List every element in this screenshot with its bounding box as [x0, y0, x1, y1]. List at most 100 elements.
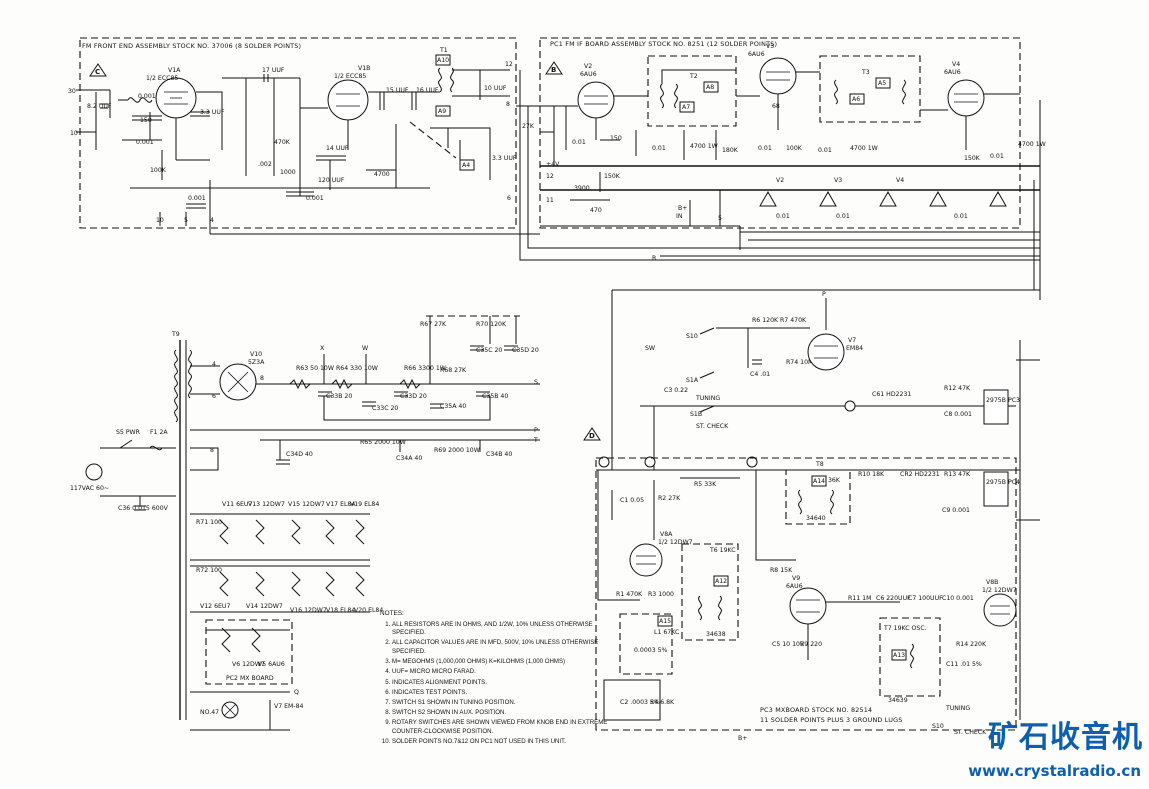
- t7-label: T7 19KC OSC.: [883, 625, 927, 632]
- tuning-label: TUNING: [695, 395, 720, 402]
- c2-label: C2 .0003 5%: [620, 699, 660, 706]
- fuse-label: F1 2A: [150, 429, 168, 436]
- heater-v3: V3: [834, 177, 842, 184]
- c3-label: C3 0.22: [664, 387, 688, 394]
- r-470: 470: [590, 207, 602, 214]
- front-end-title: FM FRONT END ASSEMBLY STOCK NO. 37006 (8…: [82, 42, 301, 50]
- pc4-label: 2975B PC4: [986, 479, 1020, 486]
- v4-type: 6AU6: [944, 69, 961, 76]
- ap-a8: A8: [706, 84, 714, 91]
- c-8-2uuf: 8.2 UUF: [87, 103, 112, 110]
- t7-part: 34639: [888, 697, 908, 704]
- r7-label: R7 470K: [780, 317, 807, 324]
- notes-panel: NOTES: ALL RESISTORS ARE IN OHMS, AND 1/…: [380, 610, 610, 748]
- c-120uuf: 120 UUF: [318, 177, 345, 184]
- ap-a12: A12: [715, 578, 727, 585]
- r74-label: R74 10M: [786, 359, 813, 366]
- r-100k-if: 100K: [786, 145, 803, 152]
- c-0-001-d: 0.001: [188, 195, 206, 202]
- heater-bot-3: V16 12DW7: [290, 607, 327, 614]
- note-3: M= MEGOHMS (1,000,000 OHMS) K=KILOHMS (1…: [392, 658, 610, 667]
- r6-label: R6 120K: [752, 317, 779, 324]
- r1-label: R1 470K: [616, 591, 643, 598]
- svg-text:W: W: [362, 345, 368, 352]
- c-0-01-if-e: 0.01: [990, 153, 1004, 160]
- heater-bot-4: V18 EL84: [326, 607, 355, 614]
- c-17uuf: 17 UUF: [262, 67, 285, 74]
- heater-strings: V11 6EU7 V13 12DW7 V15 12DW7 V17 EL84 V1…: [190, 501, 383, 731]
- ap-a6: A6: [852, 96, 860, 103]
- note-1: ALL RESISTORS ARE IN OHMS, AND 1/2W, 10%…: [392, 621, 610, 638]
- v1b-label: V1B: [358, 65, 370, 72]
- svg-text:6: 6: [507, 195, 511, 202]
- c1-label: C1 0.05: [620, 497, 644, 504]
- notes-list: ALL RESISTORS ARE IN OHMS, AND 1/2W, 10%…: [380, 621, 610, 747]
- r-150k-if: 150K: [964, 155, 981, 162]
- svg-text:D: D: [589, 432, 595, 440]
- r65-label: R65 2000 10W: [360, 439, 406, 446]
- cr2-label: CR2 HD2231: [900, 471, 940, 478]
- c3b-label: 0.0003 5%: [634, 647, 668, 654]
- heater-top-2: V13 12DW7: [248, 501, 285, 508]
- c8-label: C8 0.001: [944, 411, 972, 418]
- c-15uuf: 3.3 UUF: [492, 155, 517, 162]
- heater-bot-2: V14 12DW7: [246, 603, 283, 610]
- note-2: ALL CAPACITOR VALUES ARE IN MFD, 500V, 1…: [392, 639, 610, 656]
- svg-text:T9: T9: [171, 331, 180, 338]
- svg-text:0.01: 0.01: [776, 213, 790, 220]
- t8-part: 34640: [806, 515, 826, 522]
- ap-a7: A7: [682, 104, 690, 111]
- r8-label: R8 15K: [770, 567, 793, 574]
- mx-board-title: PC3 MXBOARD STOCK NO. 82514: [760, 706, 872, 714]
- ap-a5: A5: [878, 80, 886, 87]
- note-6: INDICATES TEST POINTS.: [392, 689, 610, 698]
- r-180k: 180K: [722, 147, 739, 154]
- mx-board: P SW S10 S1A S1B R6 120K R7 470K C4 .01 …: [583, 289, 1040, 742]
- svg-text:8: 8: [210, 447, 214, 454]
- svg-text:6: 6: [212, 393, 216, 400]
- power-supply: T9 V10 5Z3A 4 6 8 R63 50 10W R64 330 10W…: [70, 315, 540, 720]
- t3-label: T3: [861, 69, 870, 76]
- v8b-label: V8B: [986, 579, 998, 586]
- r-1000: 1000: [280, 169, 296, 176]
- ap-a13: A13: [893, 652, 905, 659]
- note-4: UUF= MICRO MICRO FARAD.: [392, 668, 610, 677]
- heater-v2: V2: [776, 177, 784, 184]
- c11-label: C11 .01 5%: [946, 661, 982, 668]
- watermark-brand: 矿石收音机: [988, 720, 1143, 755]
- c33c-label: C33C 20: [372, 405, 398, 412]
- heater-top-1: V11 6EU7: [222, 501, 252, 508]
- svg-text:P: P: [822, 291, 826, 298]
- r-150-if: 150: [610, 135, 622, 142]
- svg-text:30: 30: [68, 88, 76, 95]
- if-pin-12: 12: [546, 173, 554, 180]
- if-pin-bplus: B+: [678, 205, 687, 212]
- ap-a10: A10: [437, 57, 449, 64]
- r69-label: R69 2000 10W: [434, 447, 480, 454]
- ap-a9: A9: [438, 108, 446, 115]
- heater-row-if: V2 V3 V4 0.01 0.01 0.01: [740, 177, 1040, 241]
- c-0-001-a: 0.001: [138, 93, 156, 100]
- c6-label: C6 220UUF: [876, 595, 911, 602]
- st-check-label: ST. CHECK: [696, 423, 729, 430]
- v10-label: V10: [250, 351, 262, 358]
- c35c-label: C35C 20: [476, 347, 502, 354]
- heater-bot-5: V20 EL84: [354, 607, 383, 614]
- svg-text:10: 10: [70, 130, 78, 137]
- note-5: INDICATES ALIGNMENT POINTS.: [392, 679, 610, 688]
- c34b-label: C34B 40: [486, 451, 512, 458]
- v3-label: V3: [766, 43, 774, 50]
- r10-label: R10 18K: [858, 471, 885, 478]
- c-3-3uuf-b: 15 UUF: [386, 87, 409, 94]
- r14-label: R14 220K: [956, 641, 987, 648]
- c-16uuf: 16 UUF: [416, 87, 439, 94]
- c4-label: C4 .01: [750, 371, 770, 378]
- v6-label: V6 12DW7: [232, 661, 265, 668]
- v1a-type: 1/2 ECC85: [146, 75, 178, 82]
- r3-label: R3 1000: [648, 591, 674, 598]
- c34d-label: C34D 40: [286, 451, 313, 458]
- r-100k: 100K: [150, 167, 167, 174]
- v7-label: V7: [848, 337, 856, 344]
- svg-text:8: 8: [506, 101, 510, 108]
